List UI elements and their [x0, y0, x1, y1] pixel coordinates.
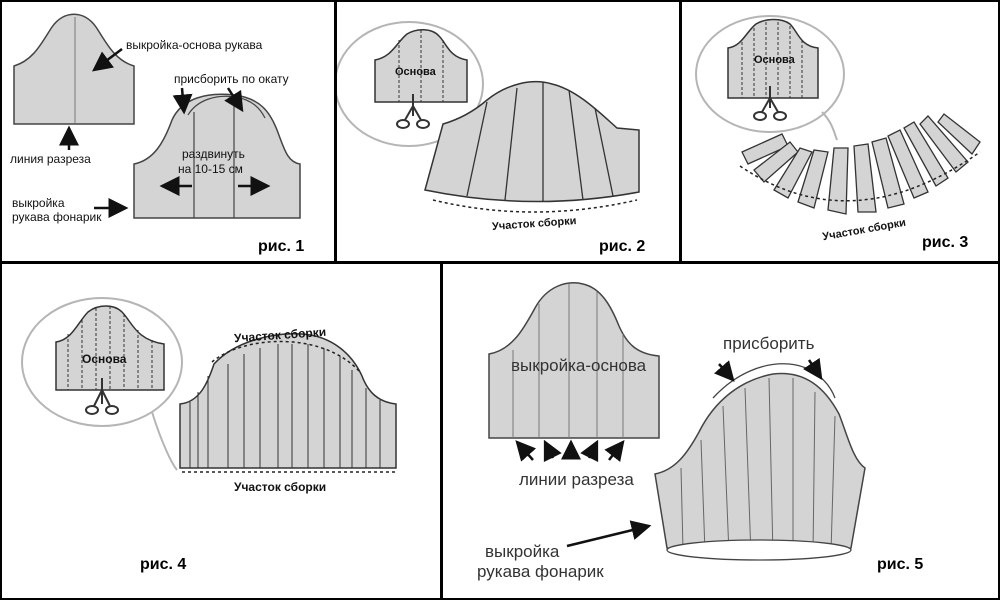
gather-area-line [211, 340, 361, 373]
strip-lines [189, 344, 381, 468]
figure-2-panel: Основа Участок сборки рис. 2 [335, 0, 681, 263]
arrow-icon [802, 357, 823, 381]
lantern-label-line1: выкройка [12, 196, 65, 210]
gather-label: присборить по окату [174, 72, 289, 86]
figure-1-drawing [13, 13, 301, 219]
lantern-label-line1: выкройка [485, 542, 560, 561]
lantern-cut-lines [680, 377, 836, 557]
figure-caption: рис. 1 [258, 238, 305, 255]
spread-pattern [179, 333, 397, 469]
bubble-tail [151, 411, 178, 471]
spread-label-line1: раздвинуть [182, 147, 245, 161]
cut-line-label: линия разреза [10, 152, 91, 166]
figure-4-drawing [21, 297, 397, 473]
bubble-tail [821, 111, 838, 141]
spread-pattern [424, 81, 640, 203]
base-sleeve-shape [488, 282, 660, 439]
scissors-icon [753, 86, 787, 121]
spread-label-line2: на 10-15 см [178, 162, 243, 176]
figure-1-panel: выкройка-основа рукава присборить по ока… [0, 0, 336, 263]
figure-caption: рис. 5 [877, 556, 924, 573]
cut-lines-label: линии разреза [519, 470, 634, 489]
figure-4-panel: Основа Участок сборки Участок сборки рис… [0, 262, 442, 600]
fanned-strips [741, 113, 981, 215]
figure-2-drawing [337, 21, 640, 213]
figure-caption: рис. 3 [922, 234, 969, 251]
figure-caption: рис. 4 [140, 556, 187, 573]
arrow-icon [713, 360, 735, 382]
gather-area-line [432, 199, 638, 213]
base-sleeve-shape [13, 13, 135, 125]
inset-label: Основа [754, 54, 795, 66]
figure-3-panel: Основа Участок сборки рис. 3 [680, 0, 1000, 263]
arrow-icon [224, 87, 244, 113]
arrow-icon [172, 87, 193, 115]
base-label: выкройка-основа [511, 356, 647, 375]
inset-label: Основа [395, 66, 436, 78]
figure-5-panel: выкройка-основа линии разреза присборить… [441, 262, 1000, 600]
arrow-icon [92, 48, 123, 72]
inset-label: Основа [82, 352, 127, 366]
base-sleeve-label: выкройка-основа рукава [126, 38, 263, 52]
figure-3-drawing [695, 15, 981, 215]
arrow-icon [515, 439, 625, 463]
cut-lines [512, 284, 624, 438]
gather-area-bottom-label: Участок сборки [234, 480, 327, 494]
figure-5-drawing [488, 282, 866, 561]
lantern-hem [666, 539, 852, 561]
figure-caption: рис. 2 [599, 238, 646, 255]
scissors-icon [85, 378, 119, 415]
lantern-label-line2: рукава фонарик [477, 562, 604, 581]
gather-label: присборить [723, 334, 815, 353]
lantern-label-line2: рукава фонарик [12, 210, 102, 224]
arrow-icon [566, 520, 652, 548]
scissors-icon [396, 94, 430, 129]
inset-sleeve [727, 18, 819, 99]
